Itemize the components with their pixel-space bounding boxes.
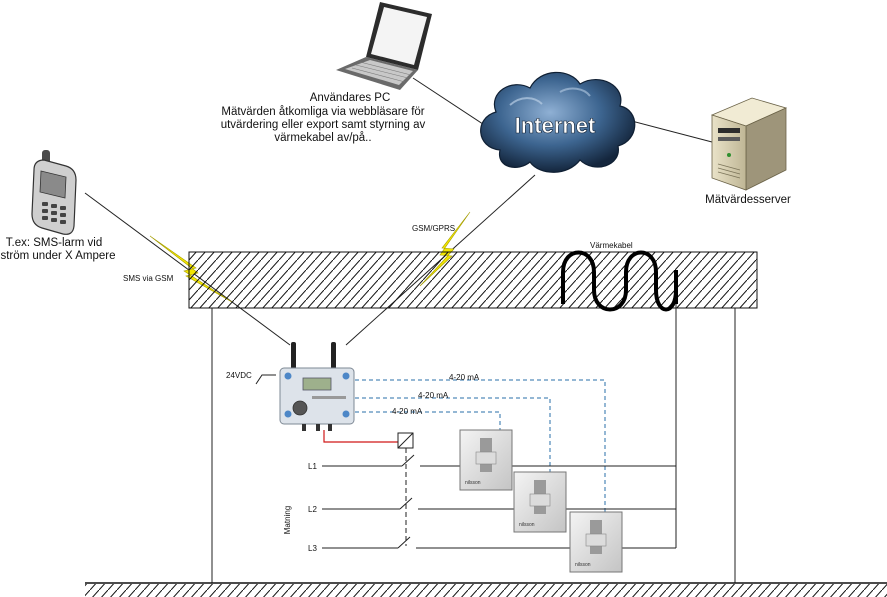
cloud-icon — [480, 71, 636, 173]
heating-cable-label: Värmekabel — [590, 241, 633, 250]
sms-label: SMS via GSM — [123, 274, 174, 283]
phase-label-l1: L1 — [308, 462, 317, 471]
current-transformer-icon: nilsson — [569, 511, 623, 573]
phone-caption-line-1: T.ex: SMS-larm vid — [6, 237, 103, 249]
control-wire — [323, 430, 398, 443]
server-icon — [710, 97, 788, 191]
pc-description-line-3: värmekabel av/på.. — [274, 132, 371, 144]
signal-line-2 — [355, 397, 551, 475]
phase-lines — [322, 304, 677, 549]
internet-label: Internet — [515, 113, 596, 138]
current-transformer-icon: nilsson — [513, 471, 567, 533]
server-label: Mätvärdesserver — [705, 194, 791, 206]
supply-label: Matning — [283, 506, 292, 534]
heating-cable-icon — [561, 250, 678, 312]
transformer-brand-2: nilsson — [519, 522, 535, 528]
signal-line-1 — [355, 411, 501, 430]
ground — [85, 582, 887, 597]
supply-voltage-symbol — [255, 374, 276, 385]
link-pc-internet — [412, 77, 493, 131]
link-internet-server — [619, 117, 713, 143]
transformer-brand-3: nilsson — [575, 562, 591, 568]
laptop-icon — [336, 2, 432, 90]
roof-insulation — [188, 251, 758, 309]
phase-label-l2: L2 — [308, 505, 317, 514]
pc-description-line-1: Mätvärden åtkomliga via webbläsare för — [221, 106, 424, 118]
signal-label-1: 4-20 mA — [392, 407, 423, 416]
mobile-phone-icon — [31, 150, 77, 235]
signal-line-3 — [355, 379, 606, 512]
phase-label-l3: L3 — [308, 544, 317, 553]
signal-label-2: 4-20 mA — [418, 391, 449, 400]
current-transformer-icon: nilsson — [459, 429, 513, 491]
signal-lines — [355, 379, 606, 512]
pc-title: Användares PC — [310, 92, 391, 104]
supply-voltage-label: 24VDC — [226, 371, 252, 380]
link-phone-sms — [84, 192, 291, 346]
logger-device-icon — [279, 342, 355, 431]
transformer-brand-1: nilsson — [465, 480, 481, 486]
gsm-label: GSM/GPRS — [412, 224, 455, 233]
phone-caption-line-2: ström under X Ampere — [0, 250, 115, 262]
relay-coil — [397, 432, 414, 449]
pc-description-line-2: utvärdering eller export samt styrning a… — [221, 119, 426, 131]
signal-label-3: 4-20 mA — [449, 373, 480, 382]
